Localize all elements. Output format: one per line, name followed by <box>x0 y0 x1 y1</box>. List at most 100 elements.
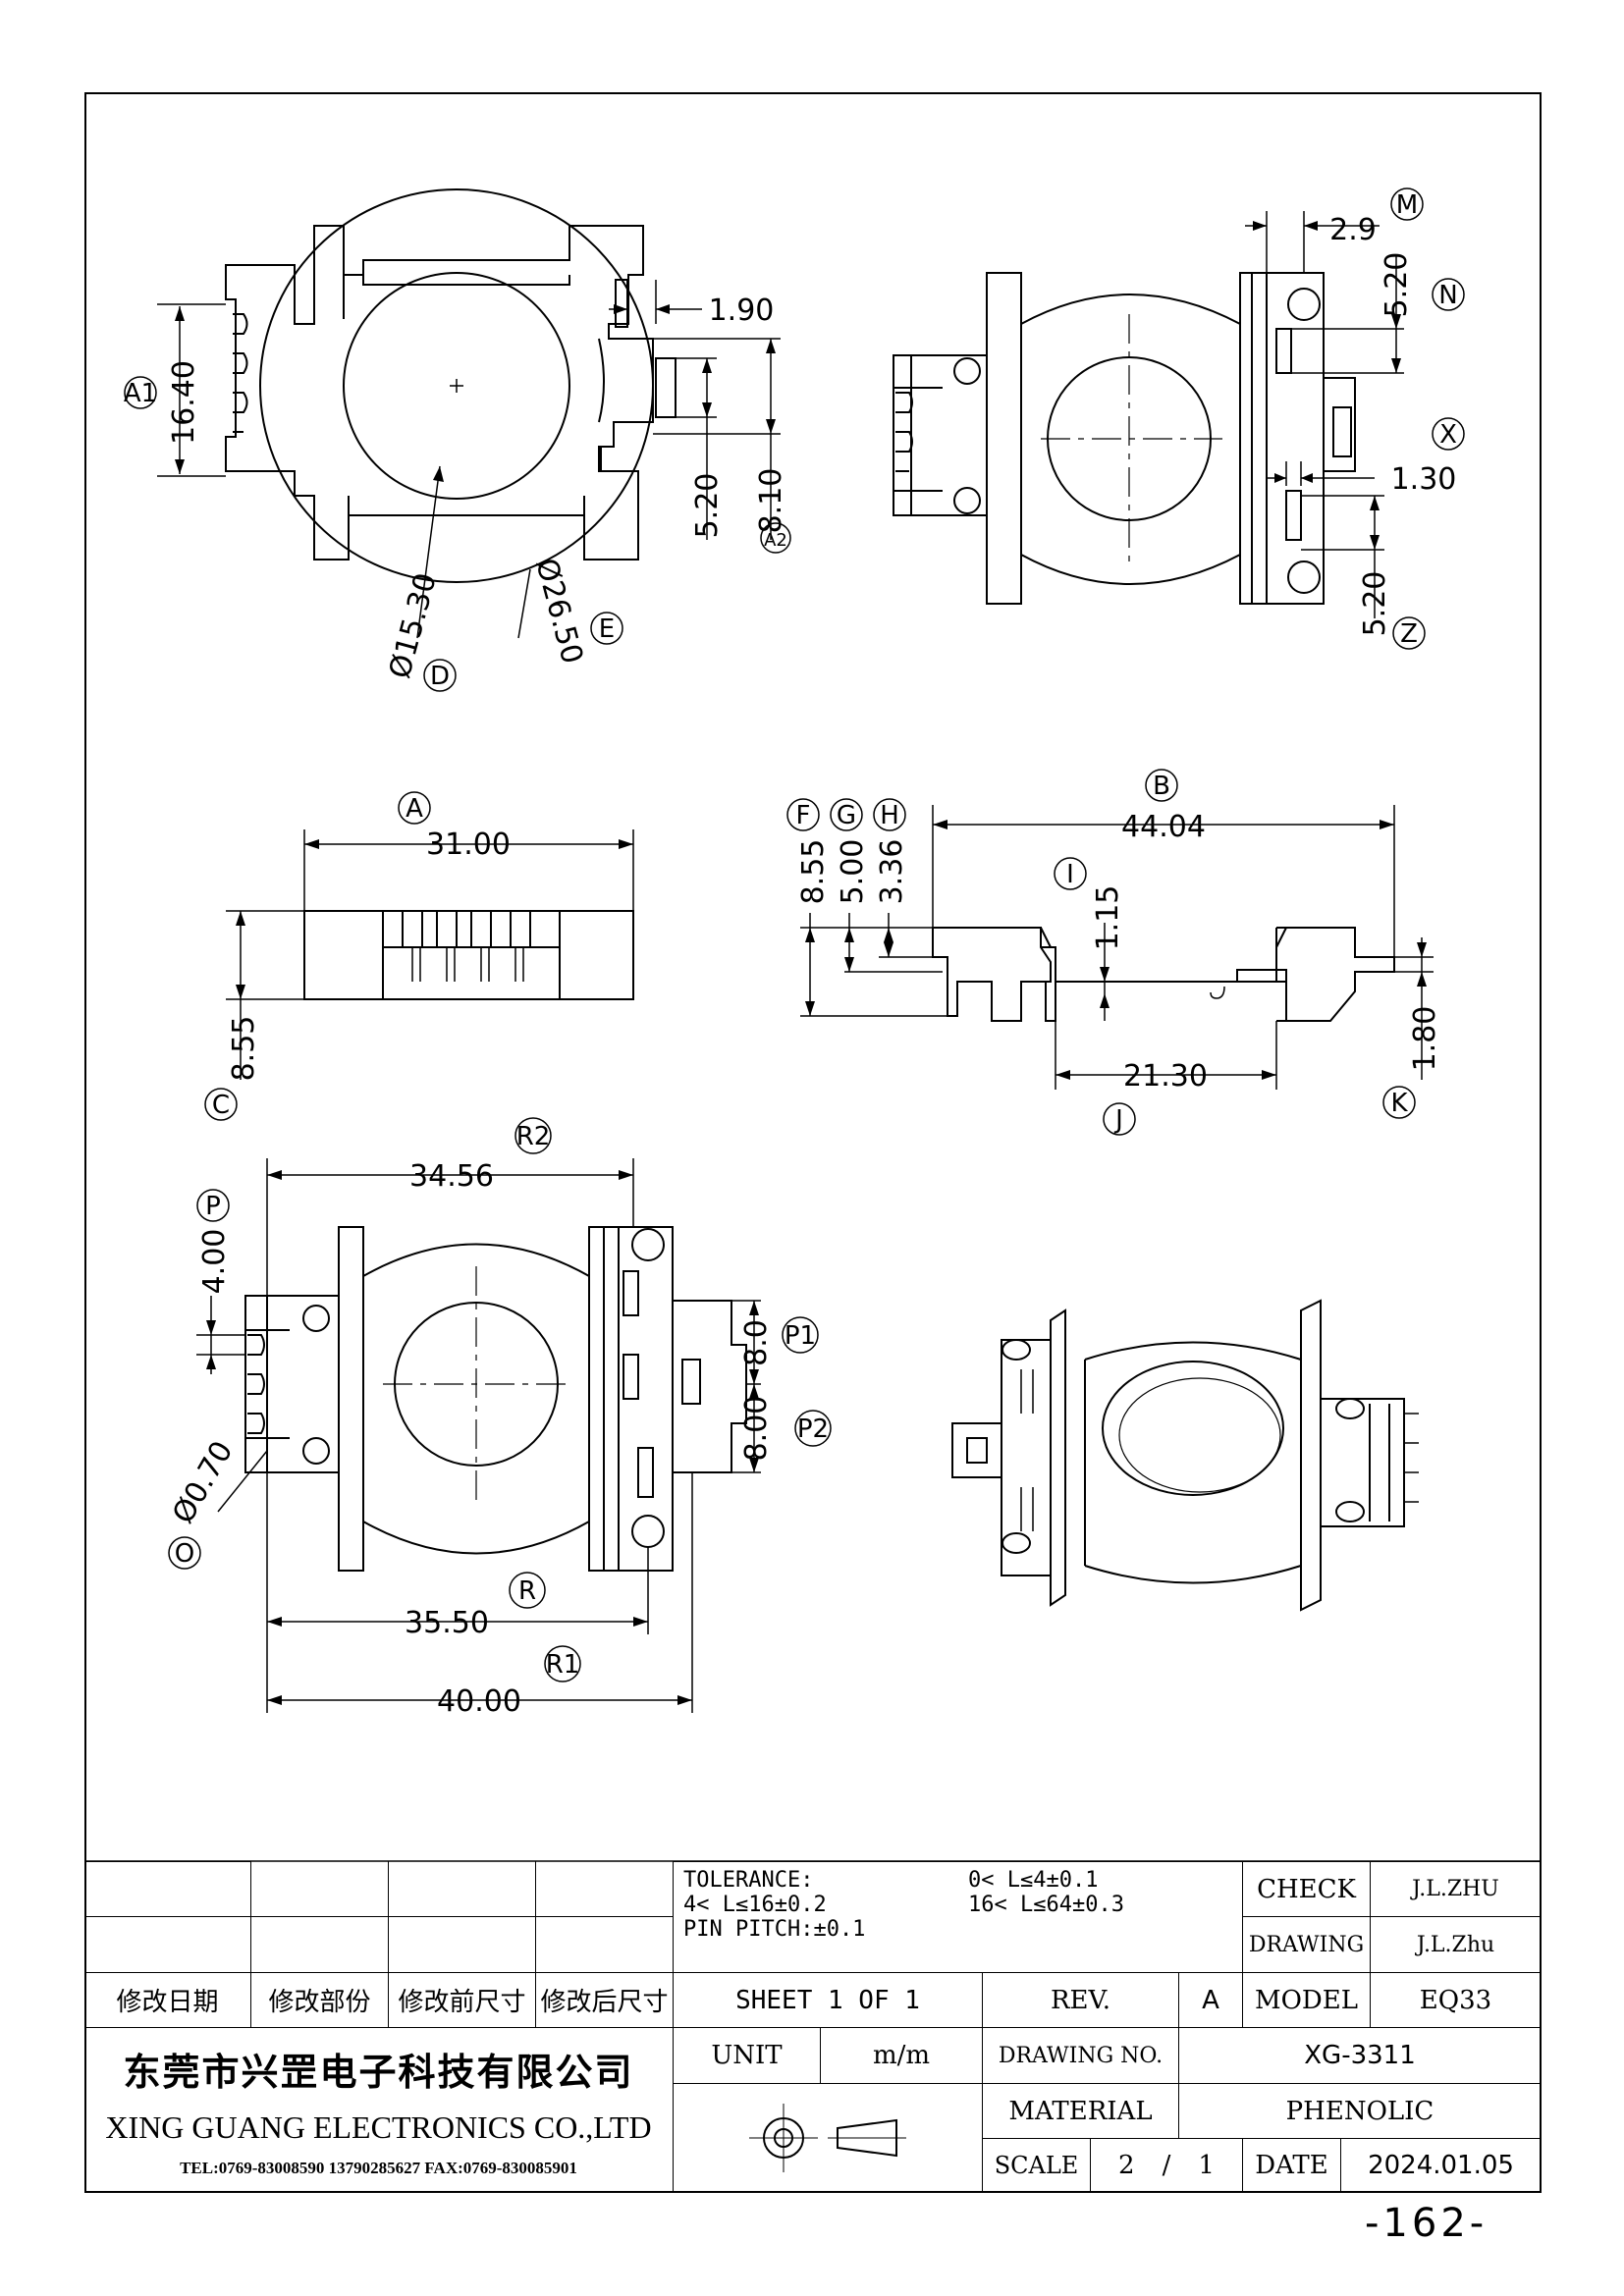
rev-cell-r1c4 <box>536 1861 674 1917</box>
bubble-e: E <box>599 614 615 644</box>
rev-header-after: 修改后尺寸 <box>536 1973 674 2028</box>
rev-cell-r1c3 <box>389 1861 536 1917</box>
dim-8-00-p2: 8.00 <box>739 1396 774 1462</box>
drawing-no-label: DRAWING NO. <box>983 2028 1179 2084</box>
unit-label: UNIT <box>674 2028 821 2084</box>
bubble-f: F <box>796 801 811 830</box>
rev-label: REV. <box>983 1973 1179 2028</box>
page-number: -162- <box>1365 2201 1489 2246</box>
bubble-j: J <box>1113 1105 1123 1135</box>
tolerance-rule-1: 0< L≤4±0.1 <box>968 1868 1099 1893</box>
unit-value: m/m <box>821 2028 983 2084</box>
drawing-label: DRAWING <box>1243 1917 1371 1973</box>
dim-21-30: 21.30 <box>1123 1059 1208 1094</box>
dim-35-50: 35.50 <box>405 1606 489 1640</box>
dim-1-15: 1.15 <box>1091 885 1125 951</box>
dim-1-90: 1.90 <box>709 294 775 328</box>
company-name-cn: 东莞市兴罡电子科技有限公司 <box>123 2050 634 2094</box>
model-label: MODEL <box>1243 1973 1371 2028</box>
rev-cell-r1c2 <box>251 1861 389 1917</box>
bubble-d: D <box>430 662 450 691</box>
bubble-x: X <box>1439 420 1457 450</box>
dim-5-00-g: 5.00 <box>836 839 870 905</box>
bottom-view: 34.56 R2 4.00 P 8.0 8.00 P1 P2 Ø0.70 O 3… <box>166 1117 832 1719</box>
dim-5-20-z: 5.20 <box>1358 571 1392 637</box>
bubble-b: B <box>1153 772 1170 801</box>
dim-1-30: 1.30 <box>1391 462 1457 497</box>
check-label: CHECK <box>1243 1861 1371 1917</box>
bubble-p: P <box>205 1192 221 1221</box>
front-view: 31.00 A 8.55 C <box>204 791 634 1121</box>
bubble-r2: R2 <box>516 1122 551 1151</box>
scale-value: 2 / 1 <box>1091 2139 1243 2193</box>
bubble-o: O <box>175 1539 194 1569</box>
bubble-g: G <box>837 801 856 830</box>
material-value: PHENOLIC <box>1179 2084 1542 2139</box>
date-value: 2024.01.05 <box>1341 2139 1542 2193</box>
bubble-c: C <box>212 1091 230 1120</box>
bubble-n: N <box>1438 281 1457 310</box>
scale-denominator: 1 <box>1198 2151 1215 2180</box>
dim-8-55-c: 8.55 <box>227 1016 261 1082</box>
dim-1-80: 1.80 <box>1408 1006 1442 1072</box>
rev-cell-r1c1 <box>84 1861 251 1917</box>
dim-5-20-n: 5.20 <box>1380 252 1414 318</box>
dim-a1: 16.40 <box>167 360 201 445</box>
dim-dia-0-70: Ø0.70 <box>166 1435 241 1529</box>
bubble-z: Z <box>1400 619 1418 649</box>
dim-8-55-f: 8.55 <box>796 839 831 905</box>
bubble-r1: R1 <box>546 1650 580 1680</box>
bubble-m: M <box>1396 190 1418 220</box>
dim-8-0-p1: 8.0 <box>739 1319 774 1366</box>
dim-dia-26-50: Ø26.50 <box>528 555 589 667</box>
rev-header-before: 修改前尺寸 <box>389 1973 536 2028</box>
dim-34-56: 34.56 <box>409 1159 494 1194</box>
bubble-h: H <box>880 801 899 830</box>
top-left-view: 16.40 A1 1.90 5.20 8.10 A2 Ø15.30 Ø26.50… <box>124 188 791 692</box>
company-block: 东莞市兴罡电子科技有限公司 XING GUANG ELECTRONICS CO.… <box>84 2028 674 2193</box>
dim-3-36-h: 3.36 <box>875 839 909 905</box>
drawing-value: J.L.Zhu <box>1371 1917 1542 1973</box>
bubble-a: A <box>406 794 423 824</box>
material-label: MATERIAL <box>983 2084 1179 2139</box>
dim-2-9: 2.9 <box>1329 213 1377 247</box>
dim-40-00: 40.00 <box>437 1684 521 1719</box>
drawing-no-value: XG-3311 <box>1179 2028 1542 2084</box>
bubble-i: I <box>1066 860 1074 889</box>
rev-cell-r2c4 <box>536 1917 674 1973</box>
isometric-view <box>951 1299 1419 1612</box>
bubble-p1: P1 <box>785 1321 816 1351</box>
tolerance-label: TOLERANCE: <box>683 1868 814 1893</box>
rev-cell-r2c3 <box>389 1917 536 1973</box>
rev-value: A <box>1179 1973 1243 2028</box>
third-angle-icon <box>749 2104 906 2172</box>
model-value: EQ33 <box>1371 1973 1542 2028</box>
projection-symbol <box>674 2084 983 2193</box>
dim-8-10: 8.10 <box>754 468 788 534</box>
scale-label: SCALE <box>983 2139 1091 2193</box>
tolerance-rule-3: 16< L≤64±0.3 <box>968 1893 1124 1917</box>
title-block: 修改日期 修改部份 修改前尺寸 修改后尺寸 TOLERANCE: 0< L≤4±0… <box>84 1861 1542 2193</box>
bubble-a2: A2 <box>764 530 787 551</box>
company-name-en: XING GUANG ELECTRONICS CO.,LTD <box>105 2109 652 2145</box>
scale-numerator: 2 <box>1118 2151 1135 2180</box>
check-value: J.L.ZHU <box>1371 1861 1542 1917</box>
sheet-info: SHEET 1 OF 1 <box>674 1973 983 2028</box>
dim-5-20-a: 5.20 <box>690 473 725 539</box>
rev-cell-r2c1 <box>84 1917 251 1973</box>
dim-4-00: 4.00 <box>197 1229 232 1295</box>
pin-pitch: PIN PITCH:±0.1 <box>683 1917 866 1942</box>
bubble-r: R <box>518 1576 536 1606</box>
side-view: 44.04 B 8.55 5.00 3.36 F G H 1.15 I 21.3… <box>786 769 1442 1136</box>
bubble-p2: P2 <box>797 1415 829 1444</box>
dim-31-00: 31.00 <box>426 828 511 862</box>
bubble-a1: A1 <box>124 379 157 408</box>
inner-circle <box>343 272 570 500</box>
rev-header-part: 修改部份 <box>251 1973 389 2028</box>
top-right-view: 2.9 M 5.20 N X 1.30 5.20 Z <box>893 187 1465 650</box>
outer-circle <box>259 188 654 583</box>
rev-header-date: 修改日期 <box>84 1973 251 2028</box>
rev-cell-r2c2 <box>251 1917 389 1973</box>
